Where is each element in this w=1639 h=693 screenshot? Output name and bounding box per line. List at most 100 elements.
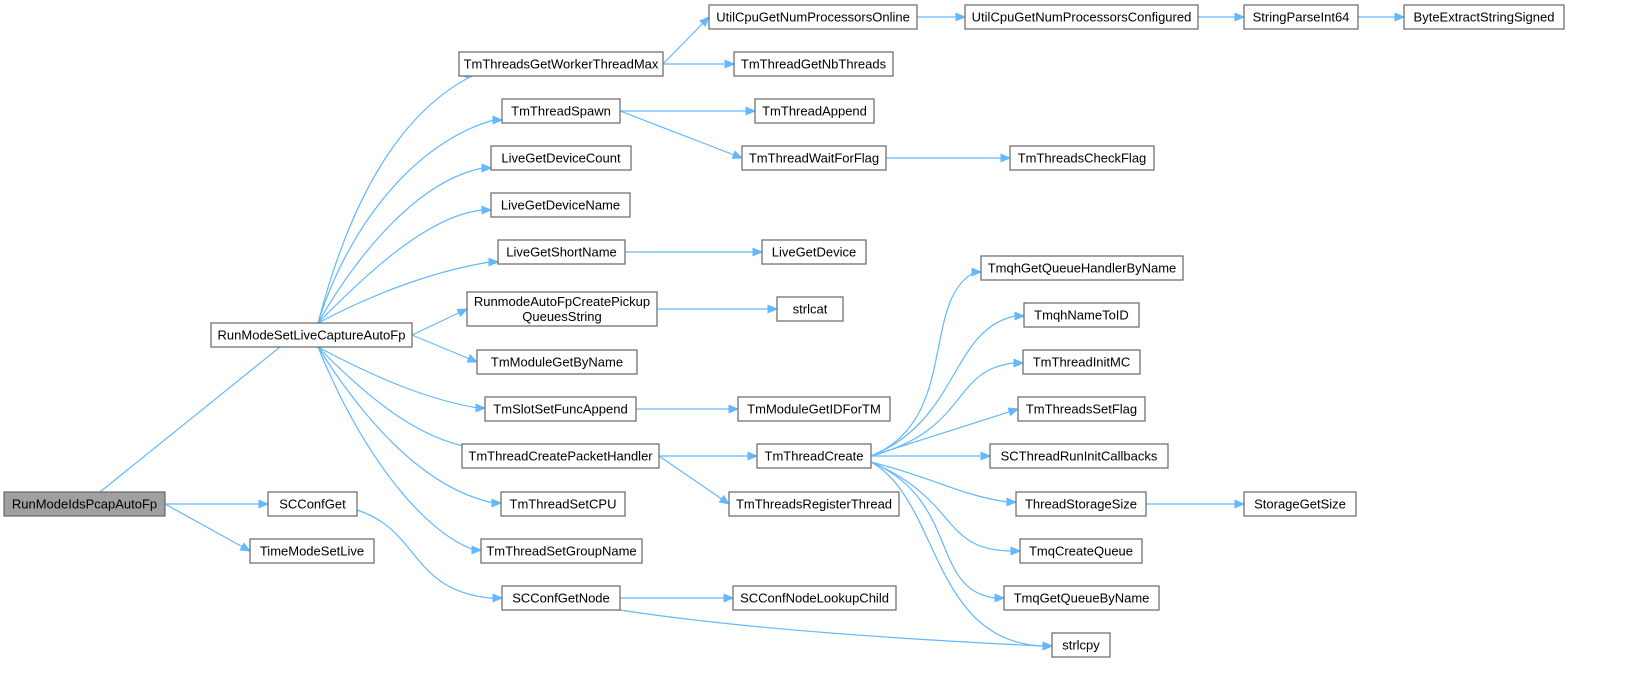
- node-initmc[interactable]: TmThreadInitMC: [1022, 349, 1141, 375]
- arrowhead-icon: [767, 304, 779, 314]
- arrowhead-icon: [1013, 358, 1025, 368]
- arrowhead-icon: [1394, 12, 1406, 22]
- node-label: TmThreadsSetFlag: [1026, 402, 1137, 417]
- node-workermax[interactable]: TmThreadsGetWorkerThreadMax: [458, 51, 664, 77]
- node-label: RunModeSetLiveCaptureAutoFp: [218, 328, 406, 343]
- node-createqueue[interactable]: TmqCreateQueue: [1019, 538, 1143, 564]
- node-box: [480, 538, 643, 564]
- node-devcount[interactable]: LiveGetDeviceCount: [490, 145, 632, 171]
- node-label: TmSlotSetFuncAppend: [493, 402, 627, 417]
- arrowhead-icon: [481, 205, 493, 215]
- edge-confnode-to-strlcpy: [619, 609, 1052, 647]
- node-label: SCThreadRunInitCallbacks: [1001, 449, 1158, 464]
- node-label: TmThreadSpawn: [511, 104, 611, 119]
- arrowhead-icon: [1042, 641, 1054, 651]
- node-devname[interactable]: LiveGetDeviceName: [490, 192, 631, 218]
- node-setflag[interactable]: TmThreadsSetFlag: [1017, 396, 1146, 422]
- node-byteextract[interactable]: ByteExtractStringSigned: [1403, 4, 1565, 30]
- node-qbyname[interactable]: TmqGetQueueByName: [1003, 585, 1160, 611]
- arrowhead-icon: [718, 494, 731, 505]
- node-box: [1019, 538, 1143, 564]
- node-label: TmThreadCreatePacketHandler: [468, 449, 653, 464]
- node-box: [754, 98, 875, 124]
- node-modbyname[interactable]: TmModuleGetByName: [476, 349, 638, 375]
- edge-tcreate-to-qbyname: [870, 461, 1004, 599]
- node-regthread[interactable]: TmThreadsRegisterThread: [728, 491, 900, 517]
- node-tcreate[interactable]: TmThreadCreate: [756, 443, 872, 469]
- edge-setlive-to-pickup: [411, 308, 468, 336]
- edge-root-to-setlive: [99, 342, 287, 493]
- node-cpuonline[interactable]: UtilCpuGetNumProcessorsOnline: [708, 4, 918, 30]
- arrowhead-icon: [1014, 311, 1026, 321]
- edge-workermax-to-cpuonline: [662, 16, 710, 65]
- edge-setlive-to-shortname: [317, 261, 498, 324]
- node-tappend[interactable]: TmThreadAppend: [754, 98, 875, 124]
- node-getsize[interactable]: StorageGetSize: [1243, 491, 1357, 517]
- edge-tcreate-to-qhbyname: [870, 271, 981, 457]
- node-qhbyname[interactable]: TmqhGetQueueHandlerByName: [980, 255, 1184, 281]
- node-runinit[interactable]: SCThreadRunInitCallbacks: [989, 443, 1169, 469]
- node-label: SCConfGetNode: [512, 591, 610, 606]
- node-label: UtilCpuGetNumProcessorsConfigured: [972, 10, 1192, 25]
- node-label: LiveGetShortName: [506, 245, 617, 260]
- node-box: [461, 443, 660, 469]
- arrowhead-icon: [1007, 407, 1020, 417]
- node-nbthreads[interactable]: TmThreadGetNbThreads: [733, 51, 894, 77]
- edge-setlive-to-devname: [317, 209, 491, 324]
- arrowhead-icon: [747, 451, 759, 461]
- node-timemode[interactable]: TimeModeSetLive: [249, 538, 375, 564]
- node-spawn[interactable]: TmThreadSpawn: [501, 98, 621, 124]
- node-root[interactable]: RunModeIdsPcapAutoFp: [3, 491, 166, 517]
- node-scconfget[interactable]: SCConfGet: [267, 491, 358, 517]
- edge-setlive-to-modbyname: [411, 334, 478, 363]
- node-label: TmModuleGetIDForTM: [747, 402, 881, 417]
- arrowhead-icon: [731, 150, 744, 159]
- arrowhead-icon: [488, 257, 500, 267]
- node-label: TmThreadsRegisterThread: [736, 497, 892, 512]
- node-setlive[interactable]: RunModeSetLiveCaptureAutoFp: [210, 322, 413, 348]
- node-label: TmqGetQueueByName: [1014, 591, 1150, 606]
- edge-tcreate-to-setflag: [870, 408, 1019, 457]
- node-box: [500, 491, 626, 517]
- node-label: RunmodeAutoFpCreatePickup: [474, 294, 650, 309]
- node-label: strlcpy: [1062, 638, 1100, 653]
- node-label: TmThreadSetGroupName: [486, 544, 636, 559]
- arrowhead-icon: [258, 499, 270, 509]
- node-qhnametoid[interactable]: TmqhNameToID: [1023, 302, 1140, 328]
- node-storagesize[interactable]: ThreadStorageSize: [1015, 491, 1147, 517]
- node-setcpu[interactable]: TmThreadSetCPU: [500, 491, 626, 517]
- edges-layer: [99, 12, 1406, 651]
- edge-root-to-timemode: [164, 503, 251, 552]
- edge-setlive-to-groupname: [317, 346, 481, 551]
- node-modid[interactable]: TmModuleGetIDForTM: [737, 396, 891, 422]
- node-label: QueuesString: [522, 309, 602, 324]
- node-box: [466, 291, 658, 327]
- node-parseint[interactable]: StringParseInt64: [1243, 4, 1359, 30]
- node-box: [490, 192, 631, 218]
- node-strlcpy[interactable]: strlcpy: [1051, 632, 1111, 658]
- node-slotappend[interactable]: TmSlotSetFuncAppend: [484, 396, 637, 422]
- node-box: [1009, 145, 1155, 171]
- node-confnode[interactable]: SCConfGetNode: [501, 585, 621, 611]
- node-label: TmThreadsGetWorkerThreadMax: [464, 57, 659, 72]
- node-label: SCConfNodeLookupChild: [740, 591, 889, 606]
- node-box: [497, 239, 626, 265]
- node-box: [490, 145, 632, 171]
- node-box: [3, 491, 166, 517]
- node-shortname[interactable]: LiveGetShortName: [497, 239, 626, 265]
- node-checkflag[interactable]: TmThreadsCheckFlag: [1009, 145, 1155, 171]
- arrowhead-icon: [492, 593, 504, 603]
- node-groupname[interactable]: TmThreadSetGroupName: [480, 538, 643, 564]
- node-waitflag[interactable]: TmThreadWaitForFlag: [741, 145, 887, 171]
- node-pkthandler[interactable]: TmThreadCreatePacketHandler: [461, 443, 660, 469]
- node-box: [501, 98, 621, 124]
- node-box: [1243, 491, 1357, 517]
- node-box: [1015, 491, 1147, 517]
- node-lookupchild[interactable]: SCConfNodeLookupChild: [732, 585, 897, 611]
- node-strlcat[interactable]: strlcat: [776, 296, 844, 322]
- node-cpuconf[interactable]: UtilCpuGetNumProcessorsConfigured: [964, 4, 1199, 30]
- node-livedevice[interactable]: LiveGetDevice: [761, 239, 867, 265]
- node-box: [741, 145, 887, 171]
- node-box: [732, 585, 897, 611]
